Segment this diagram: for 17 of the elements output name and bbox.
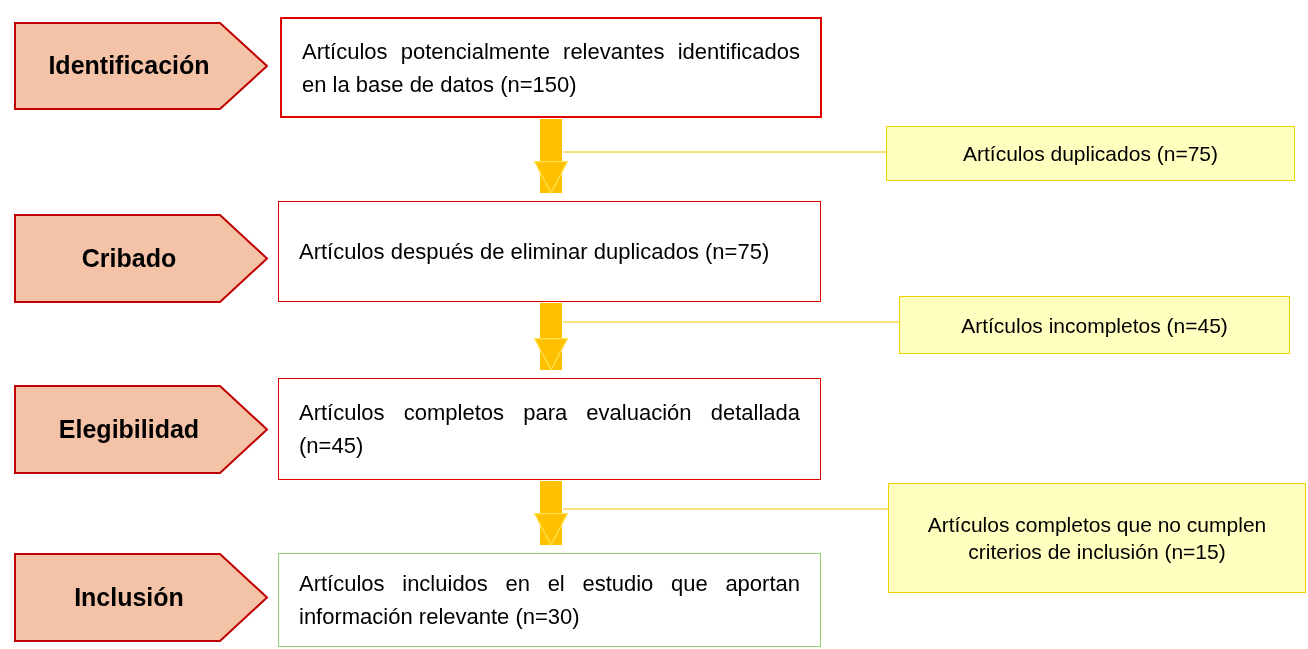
block-arrow: [534, 119, 568, 194]
stage-arrow: Elegibilidad: [14, 385, 268, 474]
stage-arrow: Inclusión: [14, 553, 268, 642]
leader-line: [562, 508, 889, 510]
process-box: Artículos incluidos en el estudio que aportan información relevante (n=30): [278, 553, 821, 647]
leader-line: [562, 321, 900, 323]
process-box: Artículos potencialmente relevantes identificados en la base de datos (n=150): [280, 17, 822, 118]
stage-arrow: Cribado: [14, 214, 268, 303]
block-arrow: [534, 481, 568, 546]
block-arrow: [534, 303, 568, 371]
leader-line: [562, 151, 887, 153]
stage-arrow: Identificación: [14, 22, 268, 110]
process-box: Artículos completos para evaluación detallada (n=45): [278, 378, 821, 480]
exclusion-box: Artículos duplicados (n=75): [886, 126, 1295, 181]
process-box: Artículos después de eliminar duplicados (n=75): [278, 201, 821, 302]
exclusion-box: Artículos completos que no cumplen criterios de inclusión (n=15): [888, 483, 1306, 593]
exclusion-box: Artículos incompletos (n=45): [899, 296, 1290, 354]
